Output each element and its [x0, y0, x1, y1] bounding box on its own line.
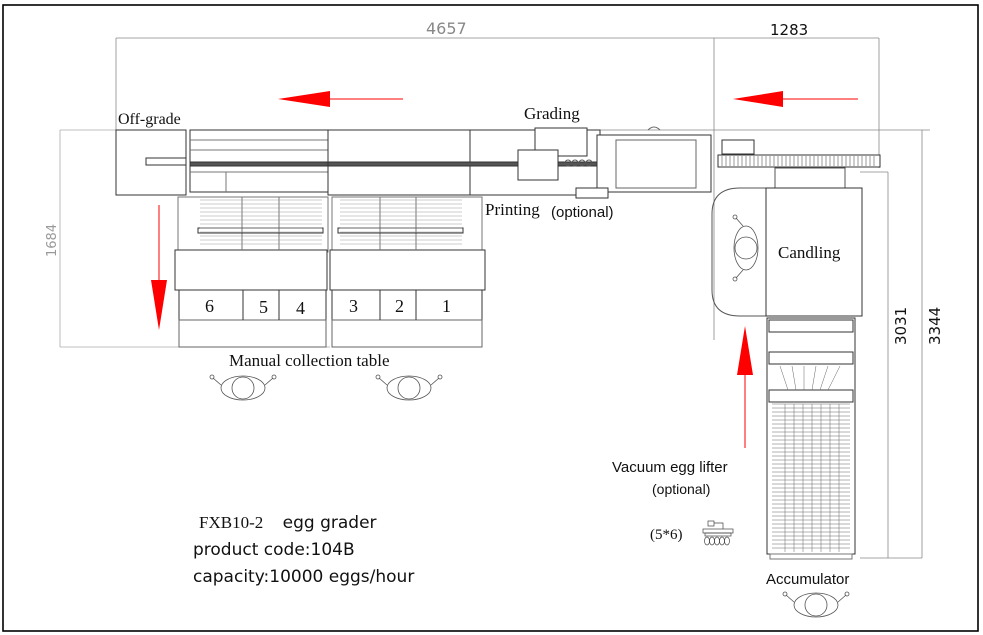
- lane-number: 1: [442, 296, 451, 316]
- vacuum-egg-lifter-label: Vacuum egg lifter: [612, 459, 728, 476]
- accumulator-guide: [779, 365, 789, 391]
- collection-table-left: [174, 196, 329, 348]
- lane-number: 6: [205, 296, 214, 316]
- dim-infeed-width-label: 1283: [770, 21, 808, 39]
- grader-section-left: [189, 129, 329, 193]
- dimension-infeed-width: [714, 37, 880, 168]
- accumulator-unit: [766, 317, 856, 560]
- flow-arrow-left-main: [278, 91, 403, 107]
- flow-arrow-left-infeed: [733, 91, 858, 107]
- dimension-total-depth: [600, 129, 930, 558]
- candling-unit: [711, 187, 863, 317]
- grading-label: Grading: [524, 104, 580, 123]
- grading-unit: [517, 126, 712, 199]
- lane-number: 2: [395, 296, 404, 316]
- vacuum-lifter-icon: [702, 520, 734, 546]
- operator-icon: [209, 374, 277, 401]
- capacity: capacity:10000 eggs/hour: [193, 567, 414, 587]
- accumulator-guide: [811, 365, 817, 391]
- lane-number: 4: [296, 298, 305, 318]
- lane-number: 5: [259, 297, 268, 317]
- dimension-accumulator-length: [860, 171, 922, 559]
- accumulator-label: Accumulator: [766, 571, 849, 588]
- flow-arrow-up-accumulator: [737, 326, 753, 448]
- machine-name: egg grader: [283, 513, 377, 533]
- off-grade-unit: [115, 129, 187, 196]
- printing-optional-label: (optional): [551, 204, 614, 221]
- lane-number: 3: [349, 296, 358, 316]
- dimension-total-length: [115, 37, 715, 340]
- drawing-frame: [2, 4, 979, 632]
- dim-grader-width-label: 1684: [45, 224, 60, 257]
- manual-collection-table-label: Manual collection table: [229, 351, 390, 370]
- vacuum-optional-label: (optional): [652, 481, 710, 497]
- flow-arrow-down-offgrade: [151, 205, 167, 330]
- dim-accumulator-length-label: 3031: [892, 307, 910, 345]
- model-number: FXB10-2: [199, 513, 263, 532]
- dim-total-depth-label: 3344: [926, 307, 944, 345]
- infeed-conveyor: [717, 139, 881, 191]
- accumulator-guide: [791, 365, 797, 391]
- vacuum-spec-label: (5*6): [650, 527, 683, 543]
- product-code: product code:104B: [193, 540, 355, 560]
- accumulator-guide: [819, 365, 829, 391]
- operator-icon: [732, 214, 759, 282]
- operator-icon: [375, 374, 443, 401]
- dim-total-length-label: 4657: [426, 19, 467, 38]
- svg-text:FXB10-2 egg grader: FXB10-2 egg grader: [199, 513, 377, 533]
- accumulator-guide: [827, 365, 841, 391]
- printing-label: Printing: [485, 200, 540, 219]
- operator-icon: [782, 591, 850, 618]
- off-grade-label: Off-grade: [118, 111, 181, 128]
- candling-label: Candling: [778, 243, 841, 262]
- collection-table-right: [329, 196, 486, 348]
